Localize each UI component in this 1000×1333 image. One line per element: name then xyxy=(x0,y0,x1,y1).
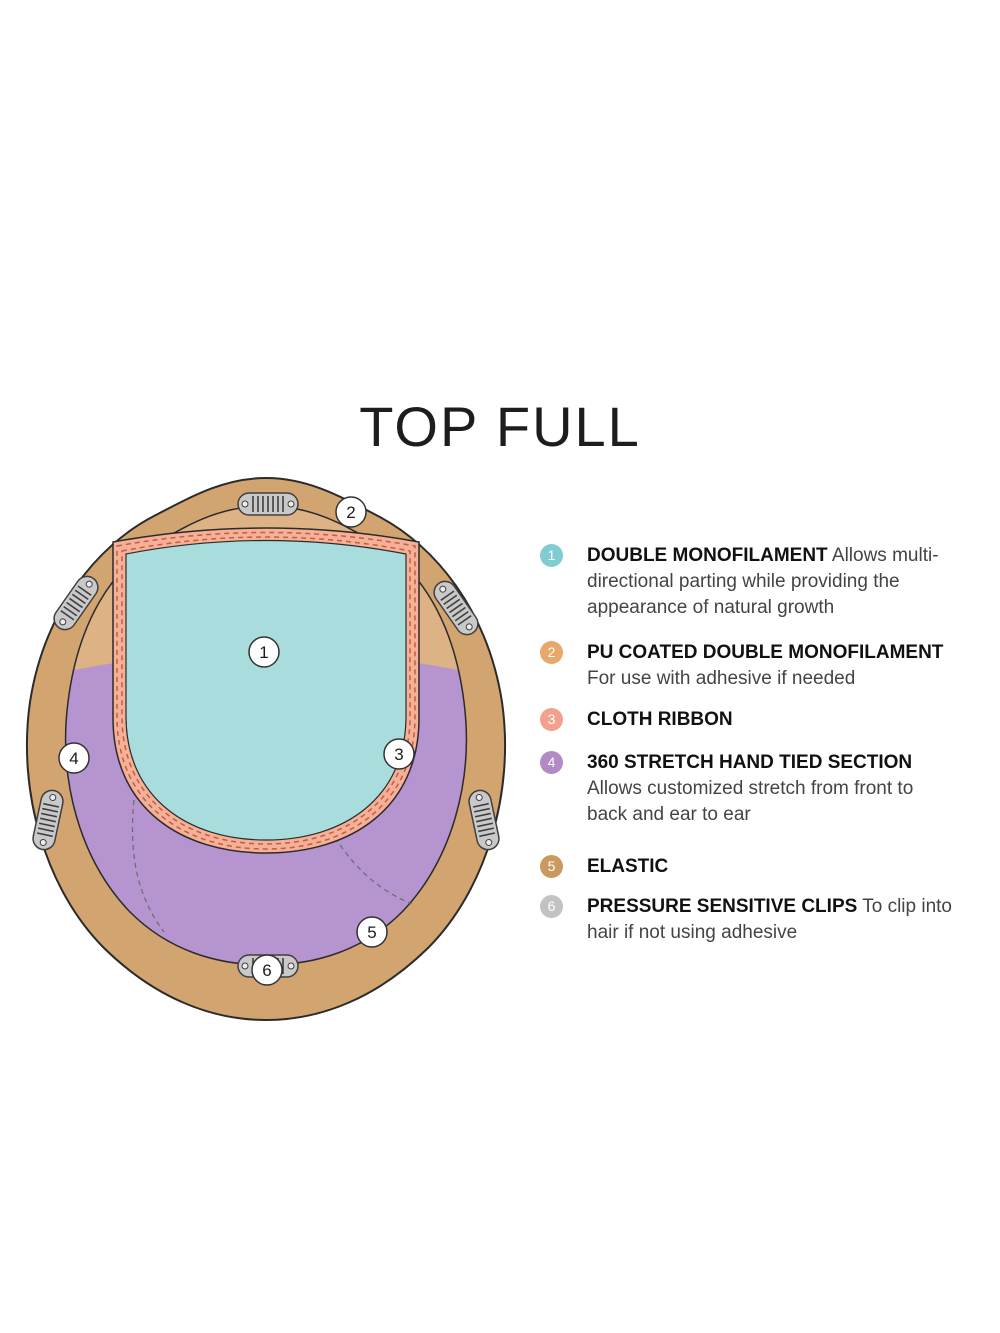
svg-text:4: 4 xyxy=(69,749,78,768)
clip-top-center xyxy=(237,492,299,516)
legend-badge-2: 2 xyxy=(540,641,563,664)
legend-desc-4: Allows customized stretch from front to … xyxy=(587,778,914,825)
legend-text-2: PU COATED DOUBLE MONOFILAMENT For use wi… xyxy=(587,640,952,692)
legend-item-pressure-clips: 6 PRESSURE SENSITIVE CLIPS To clip into … xyxy=(540,894,952,946)
svg-text:5: 5 xyxy=(367,923,376,942)
page-title: TOP FULL xyxy=(359,395,641,458)
legend: 1 DOUBLE MONOFILAMENT Allows multi-direc… xyxy=(540,543,952,946)
legend-item-elastic: 5 ELASTIC xyxy=(540,854,952,880)
legend-desc-2: For use with adhesive if needed xyxy=(587,668,856,689)
legend-item-pu-coated: 2 PU COATED DOUBLE MONOFILAMENT For use … xyxy=(540,640,952,692)
legend-label-3: CLOTH RIBBON xyxy=(587,709,733,730)
legend-label-5: ELASTIC xyxy=(587,856,669,877)
cap-diagram: 1 2 3 4 5 6 xyxy=(25,476,507,1022)
legend-text-4: 360 STRETCH HAND TIED SECTION Allows cus… xyxy=(587,750,952,828)
legend-label-2: PU COATED DOUBLE MONOFILAMENT xyxy=(587,642,944,663)
marker-4: 4 xyxy=(58,742,90,774)
legend-text-6: PRESSURE SENSITIVE CLIPS To clip into ha… xyxy=(587,894,952,946)
legend-badge-1: 1 xyxy=(540,544,563,567)
stitch-line-outer xyxy=(116,531,416,850)
double-monofilament xyxy=(125,539,407,841)
legend-label-4: 360 STRETCH HAND TIED SECTION xyxy=(587,752,913,773)
legend-badge-3: 3 xyxy=(540,708,563,731)
legend-label-6: PRESSURE SENSITIVE CLIPS xyxy=(587,896,858,917)
svg-text:2: 2 xyxy=(346,503,355,522)
legend-text-1: DOUBLE MONOFILAMENT Allows multi-directi… xyxy=(587,543,952,621)
seam-line-right xyxy=(325,821,413,905)
stitch-line-inner xyxy=(121,536,411,845)
marker-6: 6 xyxy=(251,954,283,986)
legend-badge-5: 5 xyxy=(540,855,563,878)
legend-label-1: DOUBLE MONOFILAMENT xyxy=(587,545,828,566)
legend-text-3: CLOTH RIBBON xyxy=(587,707,952,733)
legend-item-double-monofilament: 1 DOUBLE MONOFILAMENT Allows multi-direc… xyxy=(540,543,952,621)
legend-text-5: ELASTIC xyxy=(587,854,952,880)
legend-item-cloth-ribbon: 3 CLOTH RIBBON xyxy=(540,707,952,733)
legend-desc-1: Allows multi-directional parting while p… xyxy=(587,545,939,618)
svg-text:6: 6 xyxy=(262,961,271,980)
svg-text:1: 1 xyxy=(259,643,268,662)
marker-5: 5 xyxy=(356,916,388,948)
marker-3: 3 xyxy=(383,738,415,770)
legend-item-stretch-section: 4 360 STRETCH HAND TIED SECTION Allows c… xyxy=(540,750,952,828)
svg-text:3: 3 xyxy=(394,745,403,764)
legend-desc-6: To clip into hair if not using adhesive xyxy=(587,896,953,943)
marker-1: 1 xyxy=(248,636,280,668)
legend-badge-4: 4 xyxy=(540,751,563,774)
legend-badge-6: 6 xyxy=(540,895,563,918)
seam-line-left xyxy=(131,799,165,933)
marker-2: 2 xyxy=(335,496,367,528)
